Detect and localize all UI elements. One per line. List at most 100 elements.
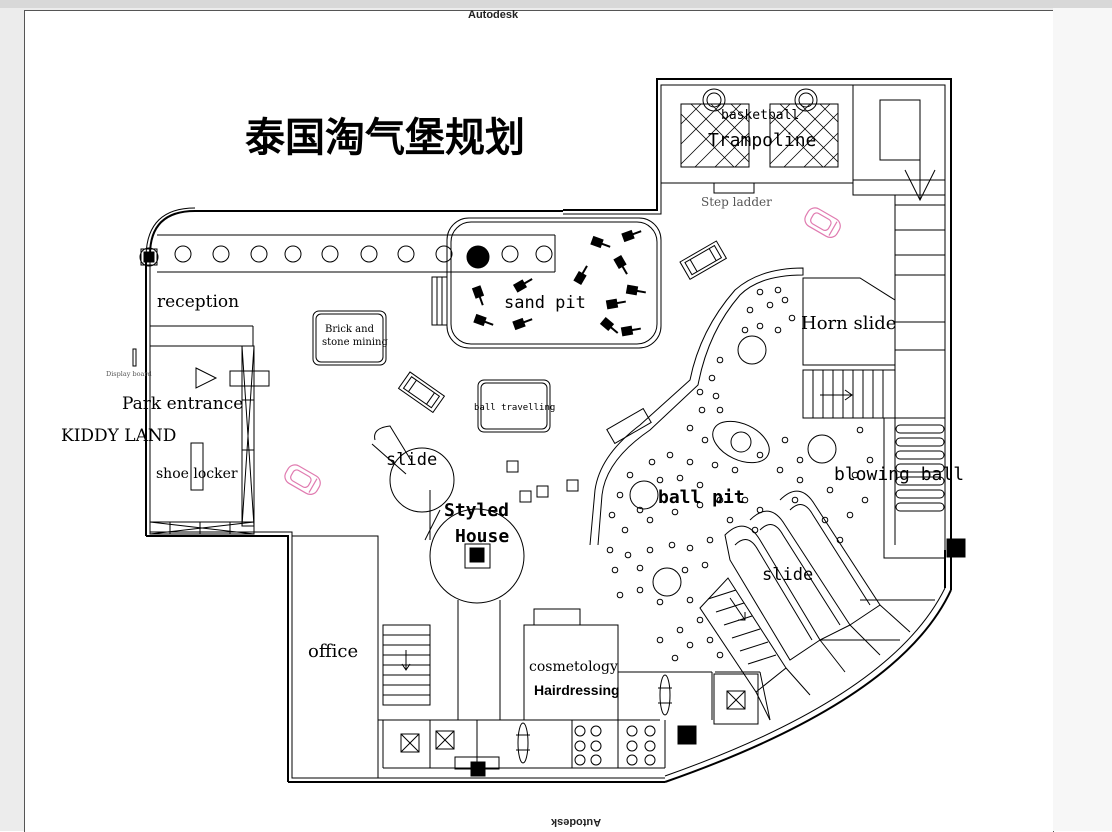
ball xyxy=(716,651,724,659)
label-office: office xyxy=(308,641,358,662)
sand-toy xyxy=(512,278,533,293)
trampoline-area xyxy=(660,84,946,545)
ride-on-cars xyxy=(284,207,841,495)
plan-labels: 泰国淘气堡规划 basketball Trampoline Step ladde… xyxy=(61,108,964,698)
ball xyxy=(676,626,684,634)
ball xyxy=(606,546,614,554)
ball xyxy=(696,481,704,489)
label-step-ladder: Step ladder xyxy=(701,195,772,209)
label-blowing-ball: blowing ball xyxy=(834,464,964,485)
label-ball-pit: ball pit xyxy=(658,487,745,508)
sand-toy xyxy=(573,265,588,286)
label-slide-right: slide xyxy=(762,565,813,585)
ball xyxy=(646,516,654,524)
ball xyxy=(776,466,784,474)
ball xyxy=(826,486,834,494)
left-slide xyxy=(371,425,455,541)
ball xyxy=(616,491,624,499)
ball xyxy=(648,458,656,466)
ball xyxy=(701,561,709,569)
ball xyxy=(711,461,719,469)
ball xyxy=(676,474,684,482)
sand-toy xyxy=(620,325,641,337)
sand-toy xyxy=(613,254,628,275)
ball xyxy=(708,374,716,382)
building-blocks xyxy=(506,460,579,503)
ball xyxy=(731,466,739,474)
watermark-top: Autodesk xyxy=(468,9,519,21)
ball xyxy=(686,458,694,466)
ball xyxy=(716,496,724,504)
label-horn-slide: Horn slide xyxy=(801,313,896,334)
ball xyxy=(716,356,724,364)
pillar-ring xyxy=(139,247,159,267)
sand-toy xyxy=(605,298,626,310)
ball xyxy=(741,496,749,504)
ball xyxy=(636,506,644,514)
brick-mining-table xyxy=(312,310,387,366)
ball xyxy=(656,636,664,644)
ball xyxy=(668,541,676,549)
ball xyxy=(656,476,664,484)
ball xyxy=(656,598,664,606)
label-brick-2: stone mining xyxy=(322,337,388,348)
ball xyxy=(796,476,804,484)
ball xyxy=(686,641,694,649)
label-park-entrance: Park entrance xyxy=(122,394,243,414)
label-display-board: Display board xyxy=(106,370,152,378)
sand-toy xyxy=(473,313,494,327)
ball xyxy=(751,526,759,534)
ball-travelling-table xyxy=(477,379,551,433)
ball xyxy=(636,586,644,594)
label-brick-1: Brick and xyxy=(325,324,375,335)
sand-pit-toys xyxy=(471,229,646,337)
ball xyxy=(671,654,679,662)
ball xyxy=(666,451,674,459)
sand-pit xyxy=(431,217,662,349)
brick-mining-table-inner xyxy=(315,313,384,363)
ball xyxy=(616,591,624,599)
ball xyxy=(766,301,774,309)
ball xyxy=(706,636,714,644)
ball xyxy=(756,322,764,330)
sand-toy xyxy=(512,317,533,331)
plan-title: 泰国淘气堡规划 xyxy=(245,115,525,161)
ball-travelling-table-inner xyxy=(480,382,548,430)
corridor-circles xyxy=(157,234,556,273)
sand-toy xyxy=(599,317,619,334)
ball xyxy=(796,456,804,464)
ball xyxy=(624,551,632,559)
viewer-right-margin xyxy=(1053,8,1112,831)
ball xyxy=(746,306,754,314)
sand-toy xyxy=(625,284,646,296)
ball xyxy=(846,511,854,519)
ball xyxy=(791,496,799,504)
label-styled-house-2: House xyxy=(455,526,509,547)
ball xyxy=(696,616,704,624)
label-ball-travelling: ball travelling xyxy=(474,403,555,413)
ball xyxy=(611,566,619,574)
ball xyxy=(698,406,706,414)
ball xyxy=(856,426,864,434)
blowing-ball-tubes xyxy=(883,417,946,559)
ball-pit xyxy=(589,267,837,597)
pillar-marker xyxy=(140,248,158,266)
ball xyxy=(681,566,689,574)
label-trampoline: Trampoline xyxy=(708,130,816,151)
ball xyxy=(821,516,829,524)
label-sand-pit: sand pit xyxy=(504,293,586,313)
ball xyxy=(861,496,869,504)
label-hairdressing: Hairdressing xyxy=(534,682,620,698)
label-kiddy-land: KIDDY LAND xyxy=(61,426,176,446)
ball xyxy=(741,326,749,334)
ball xyxy=(756,288,764,296)
label-reception: reception xyxy=(157,292,239,312)
office xyxy=(291,535,431,779)
ball xyxy=(696,501,704,509)
ball xyxy=(636,564,644,572)
bench-objects xyxy=(397,240,728,414)
ball xyxy=(781,296,789,304)
ball xyxy=(851,471,859,479)
ball xyxy=(626,471,634,479)
